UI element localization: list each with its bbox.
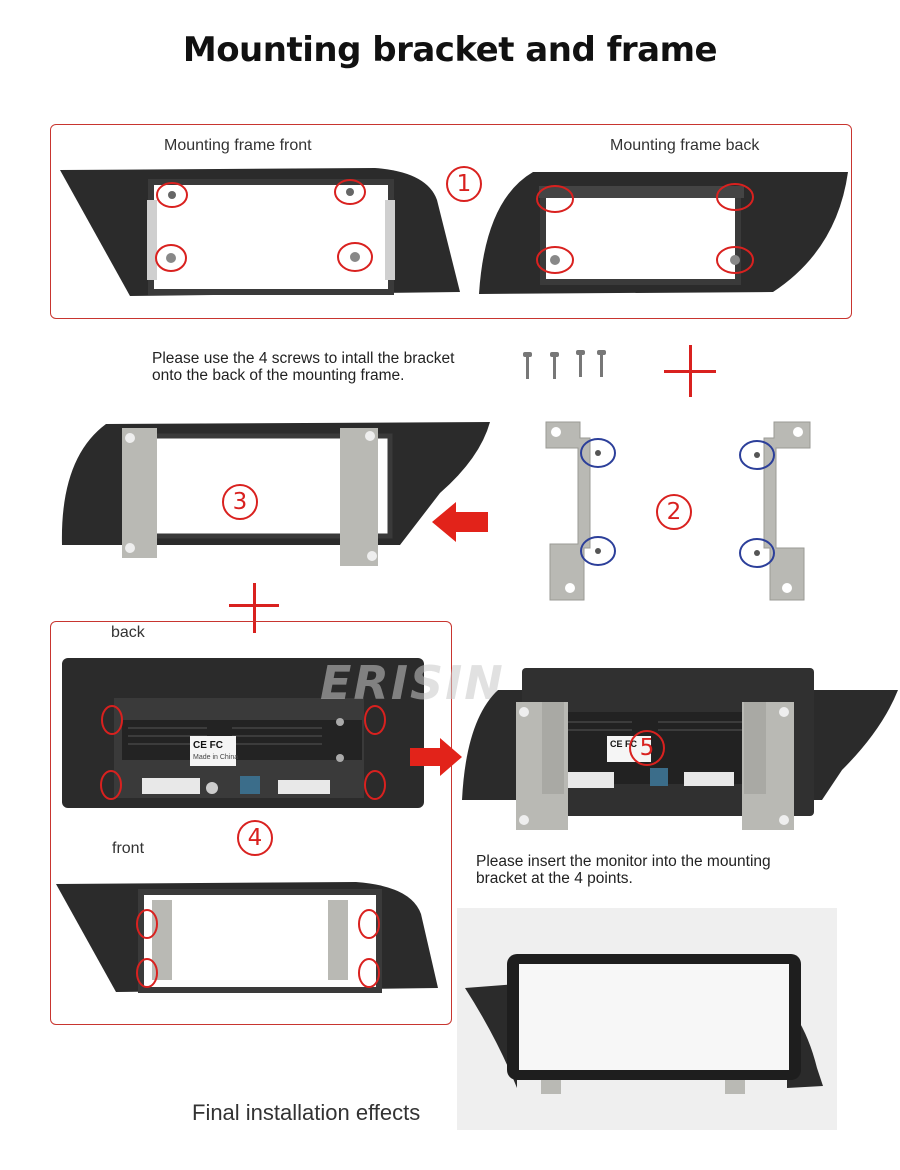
back-label: back <box>111 624 145 641</box>
frame-front-window <box>148 179 394 295</box>
step-1-badge: 1 <box>446 166 482 202</box>
screw-point-5 <box>536 185 574 213</box>
monitor-point-1 <box>101 705 123 735</box>
screw-point-1 <box>156 182 188 208</box>
final-monitor-illustration <box>465 954 823 1094</box>
arrow-left-icon <box>432 502 488 542</box>
insert-instruction: Please insert the monitor into the mount… <box>476 853 771 887</box>
made-in-label: Made in China <box>193 754 239 761</box>
monitor-back-illustration <box>62 658 424 808</box>
bracket-point-1 <box>580 438 616 468</box>
frame-back-label: Mounting frame back <box>610 137 760 154</box>
brackets-illustration <box>545 421 811 601</box>
frame-point-2 <box>358 909 380 939</box>
front-label: front <box>112 840 145 857</box>
screw-point-2 <box>334 179 366 205</box>
frame-with-bracket <box>61 422 491 566</box>
frame-point-1 <box>136 909 158 939</box>
brand-watermark: ERISIN <box>320 656 505 710</box>
screw-point-6 <box>716 183 754 211</box>
screw-point-3 <box>155 244 187 272</box>
monitor-inserted-illustration <box>462 668 898 830</box>
frames-illustration <box>60 168 848 296</box>
step-5-badge: 5 <box>629 730 665 766</box>
screws-instruction: Please use the 4 screws to intall the br… <box>152 350 455 384</box>
final-installation-caption: Final installation effects <box>192 1100 421 1125</box>
screws-icon <box>523 350 606 379</box>
screw-point-7 <box>536 246 574 274</box>
bracket-point-2 <box>580 536 616 566</box>
monitor-point-3 <box>100 770 122 800</box>
step-3-badge: 3 <box>222 484 258 520</box>
bracket-point-4 <box>739 538 775 568</box>
bracket-point-3 <box>739 440 775 470</box>
step-2-badge: 2 <box>656 494 692 530</box>
ce-mark: CE FC <box>193 740 223 751</box>
screw-point-4 <box>337 242 373 272</box>
frame-back-window <box>540 187 741 285</box>
frame-front-bottom <box>56 882 438 993</box>
monitor-point-2 <box>364 705 386 735</box>
step-4-badge: 4 <box>237 820 273 856</box>
monitor-panel <box>50 621 452 1025</box>
monitor-point-4 <box>364 770 386 800</box>
ce-mark-inserted: CE FC <box>610 739 637 749</box>
final-installation-photo <box>457 908 837 1130</box>
frame-point-3 <box>136 958 158 988</box>
frames-panel <box>50 124 852 319</box>
arrow-right-icon <box>410 738 462 776</box>
page-title: Mounting bracket and frame <box>182 30 718 70</box>
frame-front-label: Mounting frame front <box>164 137 312 154</box>
frame-point-4 <box>358 958 380 988</box>
screw-point-8 <box>716 246 754 274</box>
